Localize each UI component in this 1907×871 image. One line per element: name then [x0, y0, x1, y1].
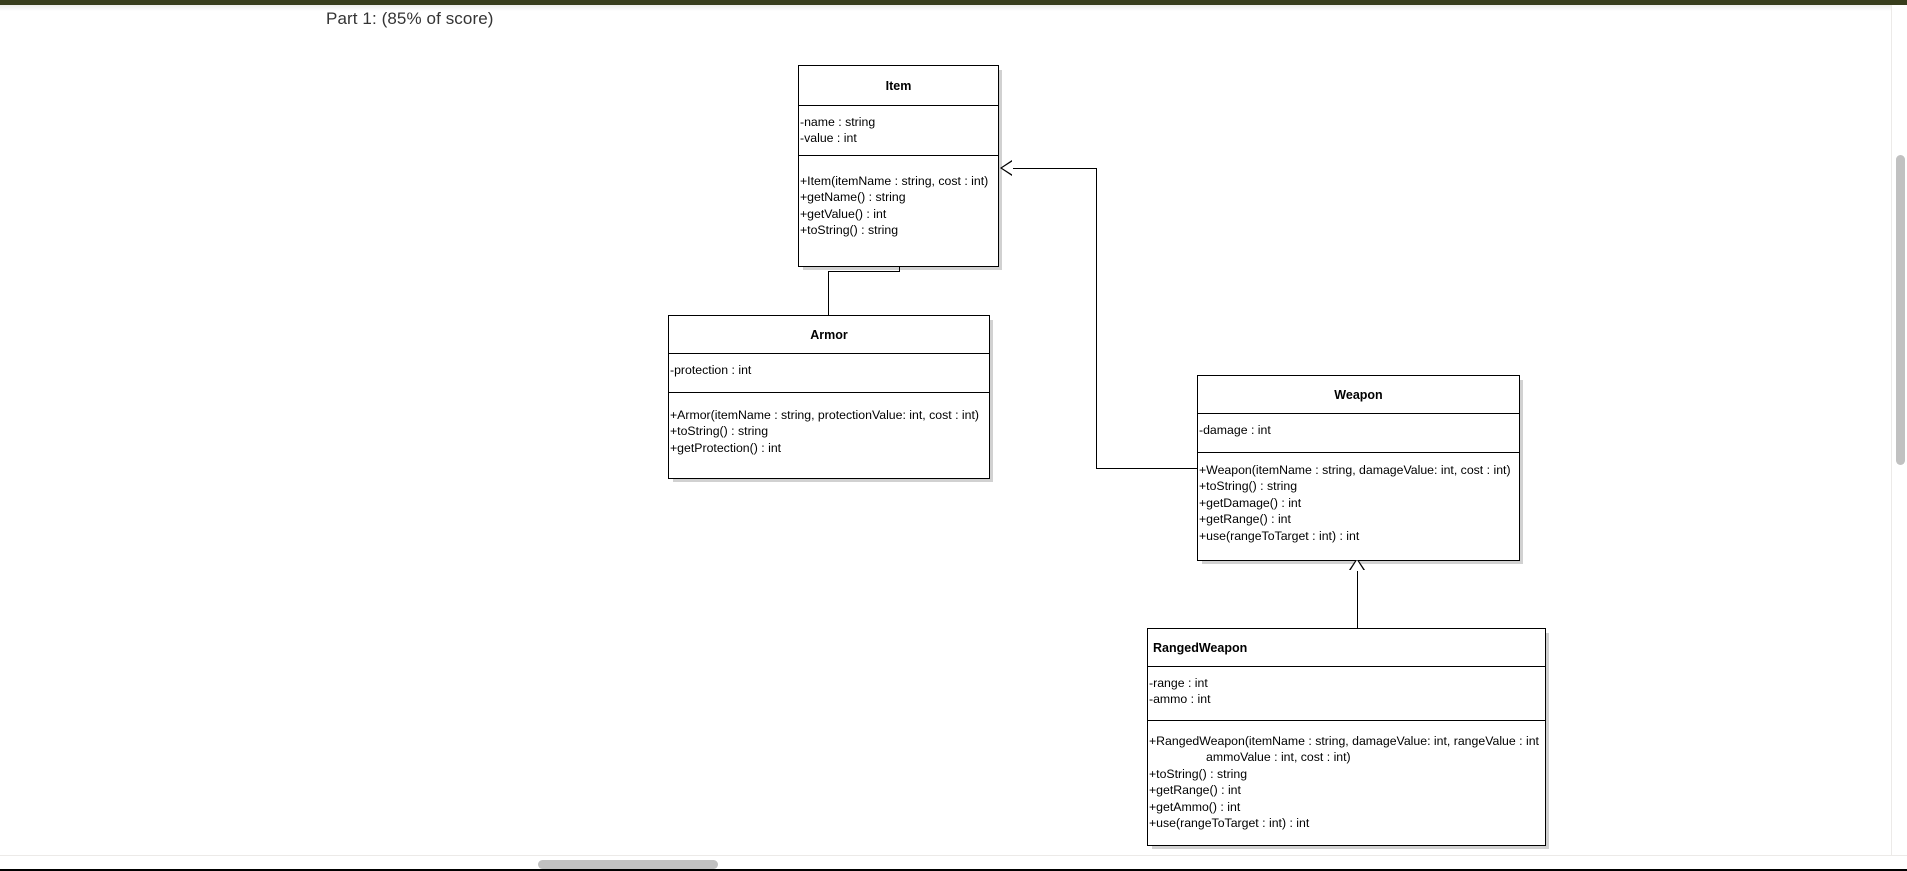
uml-method: +getRange() : int — [1149, 783, 1241, 798]
uml-method: +getName() : string — [800, 190, 906, 205]
page-title: Part 1: (85% of score) — [326, 9, 494, 28]
uml-attribute: -damage : int — [1199, 423, 1271, 437]
uml-class-armor-attributes: -protection : int — [669, 354, 989, 393]
connector-armor-to-item-horizontal — [828, 271, 900, 272]
uml-class-rangedweapon-title: RangedWeapon — [1148, 629, 1545, 667]
uml-method: +getAmmo() : int — [1149, 799, 1241, 814]
chrome-gradient — [0, 5, 1907, 11]
uml-method: +toString() : string — [1149, 766, 1248, 781]
uml-class-weapon[interactable]: Weapon -damage : int +Weapon(itemName : … — [1197, 375, 1520, 561]
uml-method: +Item(itemName : string, cost : int) — [800, 174, 989, 188]
uml-method: +use(rangeToTarget : int) : int — [1149, 816, 1310, 831]
vertical-scrollbar[interactable] — [1891, 5, 1907, 856]
uml-class-rangedweapon-methods: +RangedWeapon(itemName : string, damageV… — [1148, 721, 1545, 845]
uml-method: +getValue() : int — [800, 206, 887, 221]
uml-attribute: -protection : int — [670, 363, 752, 377]
uml-class-weapon-attributes: -damage : int — [1198, 414, 1519, 453]
uml-class-armor-methods: +Armor(itemName : string, protectionValu… — [669, 393, 989, 478]
uml-attribute: -value : int — [800, 131, 857, 146]
generalization-arrow-rangedweapon-to-weapon — [1350, 560, 1364, 571]
window-bottom-edge — [0, 869, 1907, 871]
uml-method: +toString() : string — [1199, 479, 1298, 494]
connector-rangedweapon-to-weapon — [1357, 570, 1358, 630]
uml-method-continuation: ammoValue : int, cost : int) — [1206, 750, 1351, 765]
uml-attribute: -range : int — [1149, 676, 1208, 690]
uml-method: +toString() : string — [670, 424, 769, 439]
uml-method: +Armor(itemName : string, protectionValu… — [670, 408, 980, 422]
connector-weapon-to-item-horizontal-lower — [1096, 468, 1198, 469]
uml-attribute: -ammo : int — [1149, 692, 1211, 707]
connector-armor-to-item-vertical-lower — [828, 271, 829, 322]
uml-class-item-attributes: -name : string -value : int — [799, 106, 998, 156]
connector-weapon-to-item-horizontal-upper — [1012, 168, 1097, 169]
uml-method: +Weapon(itemName : string, damageValue: … — [1199, 463, 1511, 477]
browser-chrome-bar — [0, 0, 1907, 5]
uml-class-weapon-methods: +Weapon(itemName : string, damageValue: … — [1198, 453, 1519, 560]
connector-weapon-to-item-vertical — [1096, 168, 1097, 469]
uml-class-rangedweapon[interactable]: RangedWeapon -range : int -ammo : int +R… — [1147, 628, 1546, 846]
uml-method: +getRange() : int — [1199, 512, 1291, 527]
uml-attribute: -name : string — [800, 115, 876, 129]
generalization-arrow-armor-to-item — [892, 233, 906, 244]
uml-method: +use(rangeToTarget : int) : int — [1199, 528, 1360, 543]
uml-method: +getProtection() : int — [670, 440, 782, 455]
uml-method: +getDamage() : int — [1199, 495, 1302, 510]
uml-method: +toString() : string — [800, 223, 899, 238]
uml-class-item-methods: +Item(itemName : string, cost : int) +ge… — [799, 156, 998, 266]
horizontal-scrollbar-thumb[interactable] — [538, 860, 718, 869]
uml-class-rangedweapon-attributes: -range : int -ammo : int — [1148, 667, 1545, 721]
horizontal-scrollbar[interactable] — [0, 855, 1907, 871]
uml-class-armor[interactable]: Armor -protection : int +Armor(itemName … — [668, 315, 990, 479]
vertical-scrollbar-thumb[interactable] — [1896, 155, 1905, 465]
uml-class-item-title: Item — [799, 66, 998, 106]
uml-method: +RangedWeapon(itemName : string, damageV… — [1149, 734, 1539, 748]
uml-class-armor-title: Armor — [669, 316, 989, 354]
uml-class-weapon-title: Weapon — [1198, 376, 1519, 414]
generalization-arrow-weapon-to-item — [1002, 161, 1013, 175]
